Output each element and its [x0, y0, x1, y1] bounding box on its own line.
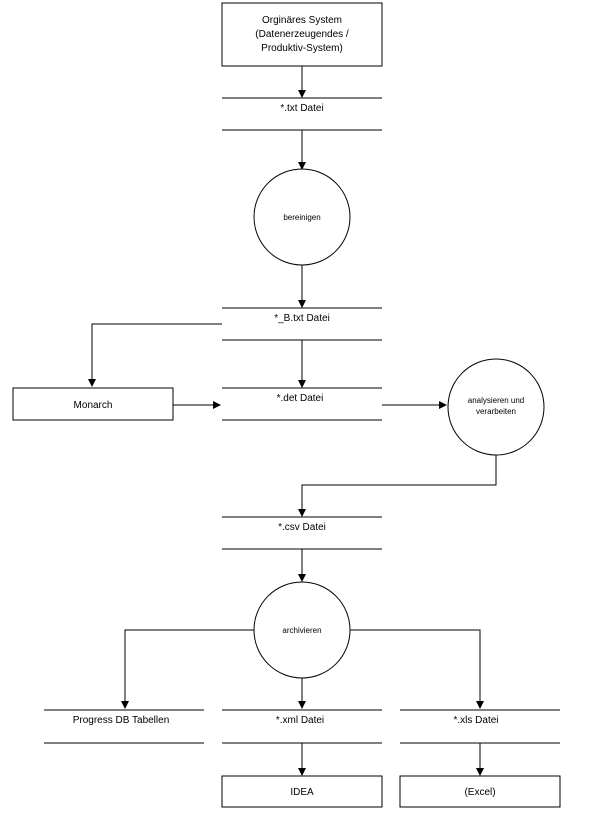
- analyze-line-1: analysieren und: [468, 396, 524, 405]
- txt-file-label: *.txt Datei: [280, 103, 323, 114]
- xml-file-store: *.xml Datei: [222, 709, 382, 744]
- excel-label: (Excel): [464, 787, 495, 798]
- source-system-box: Orginäres System (Datenerzeugendes / Pro…: [221, 2, 383, 67]
- source-system-line-3: Produktiv-System): [261, 43, 343, 54]
- txt-file-store: *.txt Datei: [222, 97, 382, 131]
- csv-file-store: *.csv Datei: [222, 516, 382, 550]
- source-system-line-2: (Datenerzeugendes /: [255, 29, 349, 40]
- source-system-line-1: Orginäres System: [262, 15, 342, 26]
- csv-file-label: *.csv Datei: [278, 522, 326, 533]
- xls-file-label: *.xls Datei: [453, 715, 498, 726]
- arrow-archive-to-xls: [350, 629, 484, 709]
- analyze-process: analysieren und verarbeiten: [447, 358, 545, 456]
- monarch-label: Monarch: [74, 400, 113, 411]
- idea-label: IDEA: [290, 787, 314, 798]
- monarch-box: Monarch: [12, 387, 174, 421]
- det-file-label: *.det Datei: [277, 393, 324, 404]
- excel-box: (Excel): [399, 775, 561, 808]
- det-file-store: *.det Datei: [222, 387, 382, 421]
- idea-box: IDEA: [221, 775, 383, 808]
- b-txt-file-label: *_B.txt Datei: [274, 313, 330, 324]
- archive-label: archivieren: [282, 626, 321, 635]
- arrow-analyze-to-csv: [298, 455, 497, 517]
- clean-process: bereinigen: [253, 168, 351, 266]
- xml-file-label: *.xml Datei: [276, 715, 324, 726]
- arrow-btxt-to-monarch: [88, 323, 222, 387]
- archive-process: archivieren: [253, 581, 351, 679]
- progress-db-store: Progress DB Tabellen: [44, 709, 204, 744]
- b-txt-file-store: *_B.txt Datei: [222, 307, 382, 341]
- analyze-line-2: verarbeiten: [476, 407, 516, 416]
- progress-db-label: Progress DB Tabellen: [73, 715, 170, 726]
- xls-file-store: *.xls Datei: [400, 709, 560, 744]
- clean-label: bereinigen: [283, 213, 320, 222]
- arrow-archive-to-progress: [121, 629, 254, 709]
